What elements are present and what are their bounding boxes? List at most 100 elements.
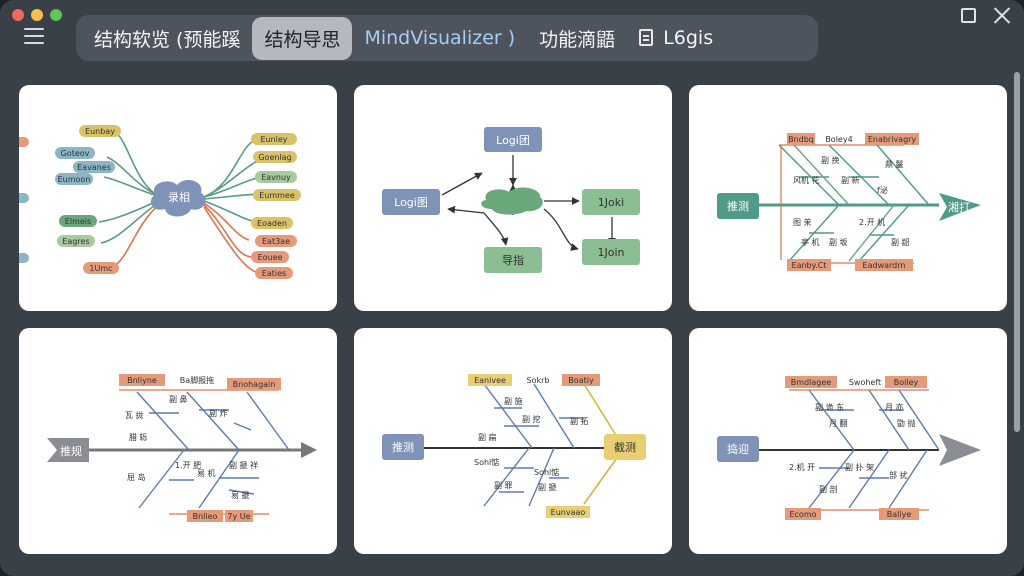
- svg-text:副 拓: 副 拓: [570, 416, 589, 426]
- svg-text:Sohl惦: Sohl惦: [534, 467, 559, 477]
- node-right-bottom: [582, 239, 640, 265]
- card-fishbone-teal[interactable]: 湘打 推测 Bndbq Boley4 Enabrivagry Eanby.Ct …: [689, 85, 1007, 311]
- card-fishbone-yellow[interactable]: 推测 截测 Eanivee Sokrb Boatiy Eunvaao 副 施 副…: [354, 328, 672, 554]
- svg-text:副 扁: 副 扁: [478, 432, 497, 442]
- svg-text:Swoheft: Swoheft: [849, 378, 881, 387]
- svg-text:副 鼻: 副 鼻: [169, 394, 188, 404]
- card-mind-map[interactable]: 录相 Eunbay Goteov Eavanes Eumoon Elmeis E…: [19, 85, 337, 311]
- svg-text:勖 抛: 勖 抛: [897, 418, 916, 428]
- fish-tail: [717, 436, 759, 462]
- right-branch-nodes: Eunley Goenlag Eavnuy Eummee Eoaden Eat3…: [251, 133, 301, 279]
- hamburger-menu-icon[interactable]: [24, 28, 44, 44]
- fish-tail: [717, 193, 759, 219]
- node-center-cloud: [481, 187, 543, 215]
- svg-text:Logi图: Logi图: [394, 196, 428, 209]
- svg-text:月 亦: 月 亦: [885, 402, 904, 412]
- node-right-top: [582, 189, 640, 215]
- tab-structure-overview[interactable]: 结构软览 (预能蹊: [94, 28, 241, 51]
- svg-text:2.开 机: 2.开 机: [859, 217, 885, 227]
- card-fishbone-blue[interactable]: 推规 Bnliyne Ba脚报拖 Bnohagain Bnlieo 7y Ue …: [19, 328, 337, 554]
- svg-text:湘打: 湘打: [948, 200, 970, 214]
- close-icon[interactable]: [993, 6, 1011, 24]
- svg-text:Elmeis: Elmeis: [65, 217, 91, 226]
- bone-labels: 副 施 副 挖 副 扁 Sohl惦 副 罪 副 拓 Sohl惦 副 搋: [474, 396, 589, 492]
- svg-text:副 搋: 副 搋: [538, 482, 557, 492]
- svg-text:Eanby.Ct: Eanby.Ct: [792, 261, 827, 270]
- vertical-scrollbar[interactable]: [1014, 72, 1020, 432]
- minimize-dot[interactable]: [31, 9, 43, 21]
- svg-text:副 罪: 副 罪: [494, 481, 513, 490]
- tab-structure-guide[interactable]: 结构导思: [252, 16, 353, 60]
- svg-text:Boiley: Boiley: [894, 378, 919, 387]
- svg-text:副 剖: 副 剖: [819, 484, 838, 494]
- fish-head: [47, 438, 89, 462]
- center-topic: [150, 179, 206, 217]
- svg-text:Eouee: Eouee: [258, 253, 283, 262]
- card-fishbone-gray[interactable]: 捣迎 Bmdlagee Swoheft Boiley Ecomo Baliye …: [689, 328, 1007, 554]
- fishbone-diagram: 推测 截测 Eanivee Sokrb Boatiy Eunvaao 副 施 副…: [382, 374, 646, 518]
- svg-text:推测: 推测: [727, 199, 749, 213]
- svg-text:Goenlag: Goenlag: [258, 153, 291, 162]
- svg-text:Eavnuy: Eavnuy: [261, 173, 291, 182]
- svg-text:瓦 拢: 瓦 拢: [125, 410, 144, 420]
- card-flowchart[interactable]: Logi团 Logi图 1Joki 1Join 导指: [354, 85, 672, 311]
- svg-text:7y Ue: 7y Ue: [227, 512, 250, 521]
- svg-text:Eat3ae: Eat3ae: [262, 237, 290, 246]
- svg-text:Bnliyne: Bnliyne: [127, 376, 157, 385]
- fish-head: [939, 193, 981, 221]
- svg-text:Eanivee: Eanivee: [474, 376, 506, 385]
- node-top: [484, 127, 542, 152]
- svg-text:副 新: 副 新: [841, 175, 860, 185]
- tab-logis[interactable]: L6gis: [627, 19, 725, 57]
- tab-bar: 结构软览 (预能蹊 结构导思 MindVisualizer ) 功能滴鼯 L6g…: [76, 15, 818, 61]
- svg-text:Bnohagain: Bnohagain: [233, 380, 276, 389]
- node-bottom: [484, 247, 542, 273]
- svg-text:易 搋: 易 搋: [231, 490, 250, 500]
- svg-text:Bndbq: Bndbq: [788, 135, 814, 144]
- maximize-icon[interactable]: [961, 8, 976, 23]
- svg-text:Eunvaao: Eunvaao: [551, 508, 586, 517]
- svg-text:腊 轹: 腊 轹: [129, 432, 148, 442]
- svg-text:1Umc: 1Umc: [89, 264, 112, 273]
- svg-text:Goteov: Goteov: [61, 149, 90, 158]
- tab-function[interactable]: 功能滴鼯: [539, 28, 616, 51]
- tab-logis-label: L6gis: [663, 27, 714, 49]
- svg-text:屈 岛: 屈 岛: [127, 472, 146, 482]
- svg-text:f泌: f泌: [877, 185, 888, 195]
- svg-text:部 扰: 部 扰: [889, 470, 908, 480]
- svg-text:Sokrb: Sokrb: [527, 376, 550, 385]
- svg-text:截测: 截测: [614, 440, 636, 454]
- fish-tail: [382, 434, 424, 460]
- fishbone-diagram: 推规 Bnliyne Ba脚报拖 Bnohagain Bnlieo 7y Ue …: [47, 374, 317, 522]
- fish-head: [939, 434, 981, 466]
- mind-map-diagram: 录相 Eunbay Goteov Eavanes Eumoon Elmeis E…: [19, 125, 301, 279]
- svg-text:副 搋 祥: 副 搋 祥: [229, 460, 258, 470]
- svg-text:Eadwardrn: Eadwardrn: [863, 261, 906, 270]
- svg-text:Eagres: Eagres: [62, 237, 89, 246]
- svg-text:副 挽: 副 挽: [821, 155, 840, 165]
- svg-text:1.开 肥: 1.开 肥: [175, 461, 201, 470]
- svg-text:Logi团: Logi团: [496, 134, 530, 147]
- center-topic-label: 录相: [168, 191, 190, 204]
- zoom-dot[interactable]: [50, 9, 62, 21]
- svg-text:副 挖: 副 挖: [522, 414, 541, 424]
- svg-text:Boatiy: Boatiy: [568, 376, 594, 385]
- close-dot[interactable]: [12, 9, 24, 21]
- svg-text:副 扑 架: 副 扑 架: [845, 462, 874, 472]
- svg-text:推规: 推规: [60, 444, 82, 458]
- bone-labels: 副 诡 东 月 翻 月 亦 2.机 开 副 扑 架 副 剖 部 扰 勖 抛: [789, 402, 916, 494]
- svg-text:副 施: 副 施: [504, 396, 523, 406]
- svg-text:Ba脚报拖: Ba脚报拖: [180, 375, 214, 385]
- svg-text:Baliye: Baliye: [887, 510, 912, 519]
- svg-text:Eaties: Eaties: [262, 269, 286, 278]
- svg-text:图 茉: 图 茉: [793, 217, 812, 227]
- svg-text:Eavanes: Eavanes: [77, 163, 111, 172]
- window-traffic-lights: [12, 9, 62, 21]
- svg-text:Eoaden: Eoaden: [257, 219, 287, 228]
- svg-text:1Joki: 1Joki: [598, 196, 624, 209]
- svg-text:Sohl惦: Sohl惦: [474, 457, 499, 467]
- svg-text:副 诡 东: 副 诡 东: [815, 402, 844, 412]
- tab-mindvisualizer[interactable]: MindVisualizer ): [364, 27, 516, 49]
- svg-text:副 龆: 副 龆: [891, 237, 910, 247]
